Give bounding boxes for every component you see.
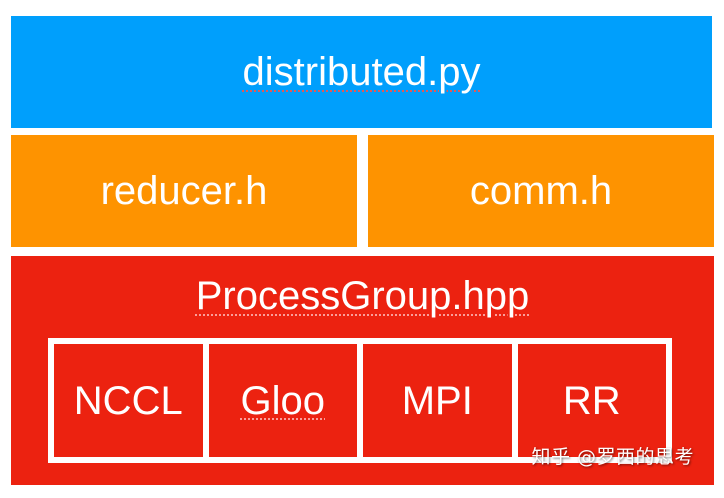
process-group-title: ProcessGroup.hpp [11, 274, 714, 319]
comm-h-layer: comm.h [368, 135, 714, 247]
reducer-h-label: reducer.h [100, 169, 268, 213]
distributed-py-label: distributed.py [242, 50, 481, 94]
backend-gloo: Gloo [208, 344, 357, 457]
reducer-h-layer: reducer.h [11, 135, 357, 247]
backend-gloo-label: Gloo [240, 378, 326, 423]
backend-mpi-label: MPI [401, 378, 473, 423]
process-group-layer: ProcessGroup.hpp NCCL Gloo MPI RR 知乎 @罗西… [11, 256, 714, 485]
distributed-py-layer: distributed.py [11, 16, 712, 128]
comm-h-label: comm.h [469, 169, 613, 213]
backend-rr-label: RR [562, 378, 621, 423]
backend-mpi: MPI [363, 344, 512, 457]
backend-nccl: NCCL [54, 344, 203, 457]
backend-nccl-label: NCCL [73, 378, 183, 423]
backend-rr: RR [517, 344, 666, 457]
process-group-label: ProcessGroup.hpp [195, 274, 530, 318]
backend-grid: NCCL Gloo MPI RR [48, 338, 672, 463]
watermark: 知乎 @罗西的思考 [531, 446, 694, 468]
